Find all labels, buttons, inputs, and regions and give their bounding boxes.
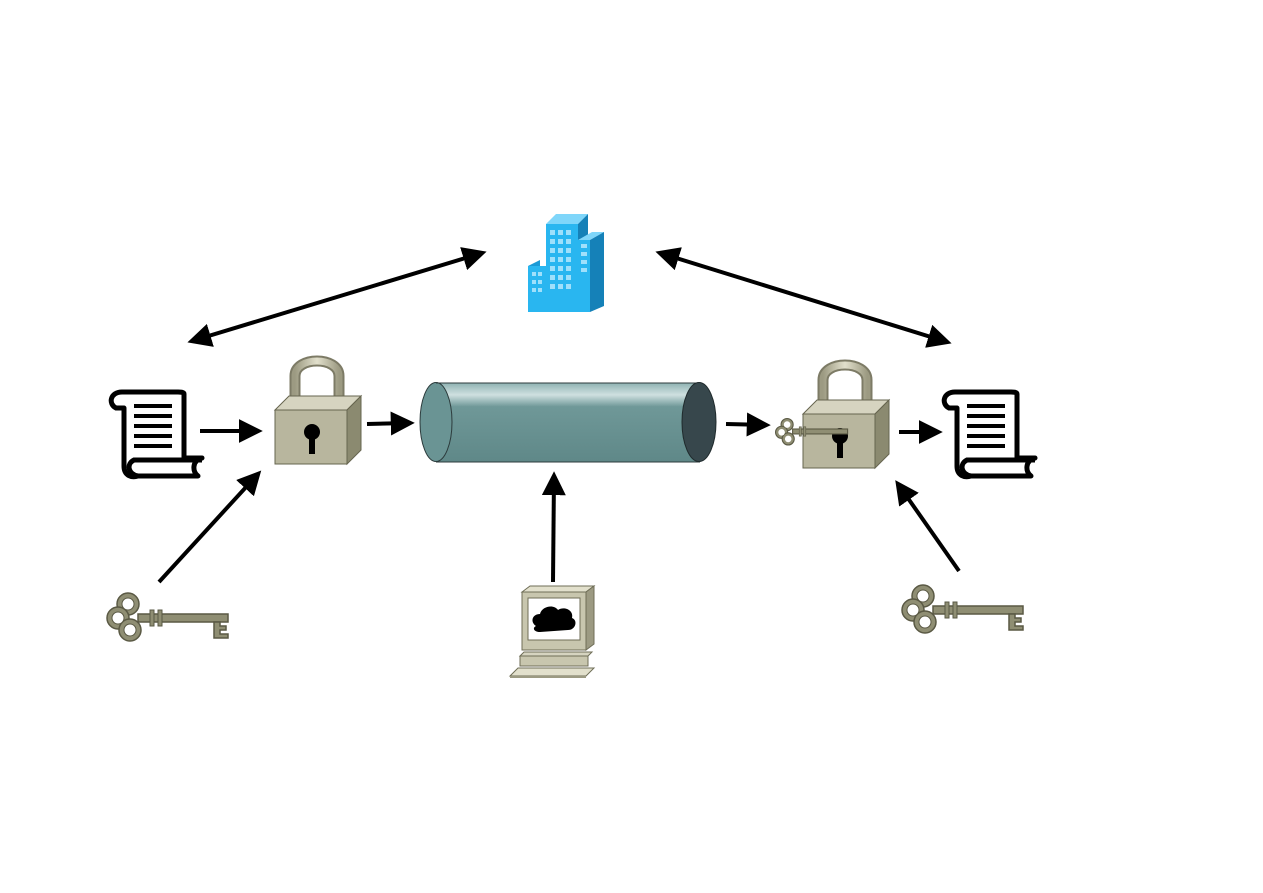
computer-icon — [508, 585, 596, 678]
arrow-key-to-sender-lock — [157, 470, 262, 584]
receiver-document-scroll-icon — [944, 392, 1035, 477]
arrow-lock-to-channel — [366, 411, 415, 436]
sender-document-scroll-icon — [111, 392, 202, 477]
arrow-key-to-receiver-lock — [895, 480, 961, 573]
sender-padlock-icon — [275, 361, 361, 464]
arrow-channel-to-lock — [725, 412, 771, 437]
inserted-key-icon — [775, 418, 849, 446]
receiver-padlock-icon — [803, 365, 889, 468]
arrow-receiver-authority — [655, 247, 952, 348]
arrow-sender-authority — [187, 247, 487, 347]
channel-pipe-icon — [419, 382, 717, 463]
office-building-icon — [528, 214, 604, 312]
receiver-key-icon — [901, 584, 1024, 634]
sender-key-icon — [106, 592, 229, 642]
arrow-computer-to-channel — [541, 471, 566, 583]
